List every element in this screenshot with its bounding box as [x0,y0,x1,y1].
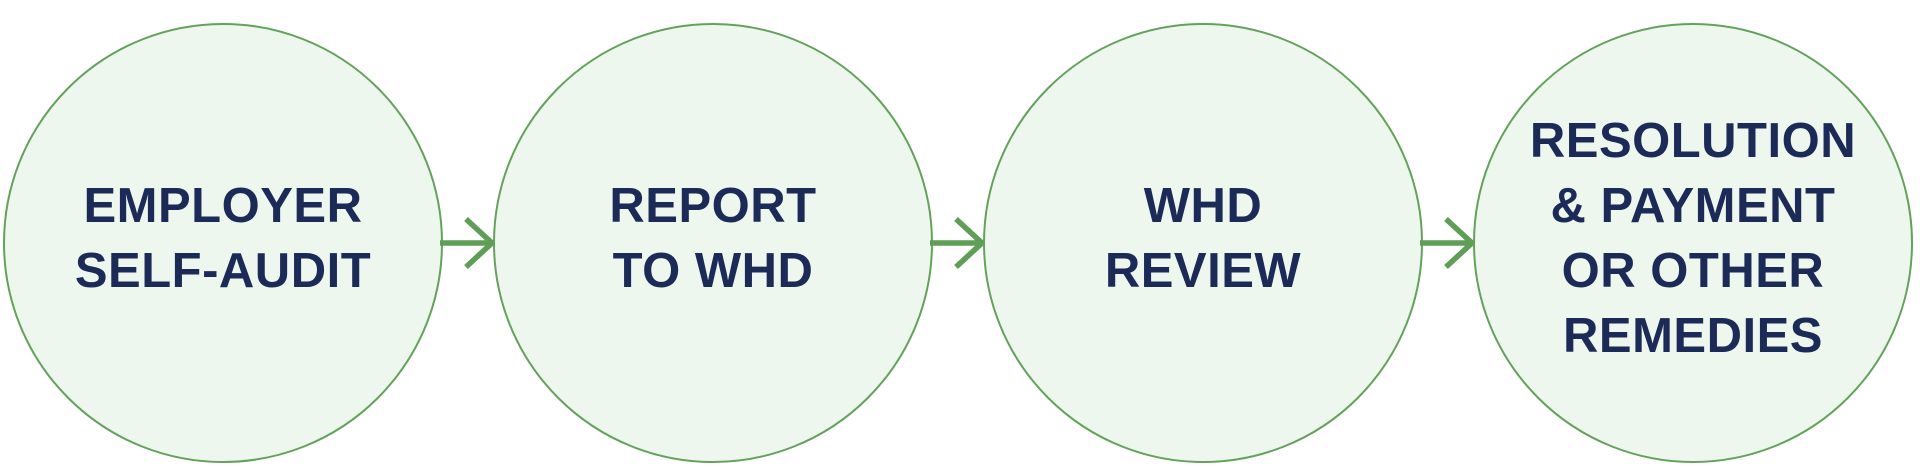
step-circle-whd-review: WHD REVIEW [983,23,1423,463]
step-label-line: EMPLOYER [83,179,363,233]
step-circle-employer-self-audit: EMPLOYER SELF-AUDIT [3,23,443,463]
step-label: WHD REVIEW [1105,174,1301,304]
step-label-line: REVIEW [1104,244,1302,298]
step-label: EMPLOYER SELF-AUDIT [75,174,371,304]
arrow-right-icon [437,212,499,274]
step-label-line: OR OTHER [1561,244,1825,298]
step-circle-report-to-whd: REPORT TO WHD [493,23,933,463]
step-label: REPORT TO WHD [609,174,816,304]
arrow-right-icon [927,212,989,274]
step-label-line: & PAYMENT [1550,179,1836,233]
step-label-line: REMEDIES [1563,309,1823,363]
step-label-line: TO WHD [612,244,814,298]
step-label: RESOLUTION & PAYMENT OR OTHER REMEDIES [1530,109,1856,369]
step-label-line: WHD [1143,179,1263,233]
step-label-line: REPORT [609,179,817,233]
step-label-line: RESOLUTION [1529,114,1857,168]
arrow-right-icon [1417,212,1479,274]
step-label-line: SELF-AUDIT [74,244,372,298]
step-circle-resolution-and-payment: RESOLUTION & PAYMENT OR OTHER REMEDIES [1473,23,1913,463]
